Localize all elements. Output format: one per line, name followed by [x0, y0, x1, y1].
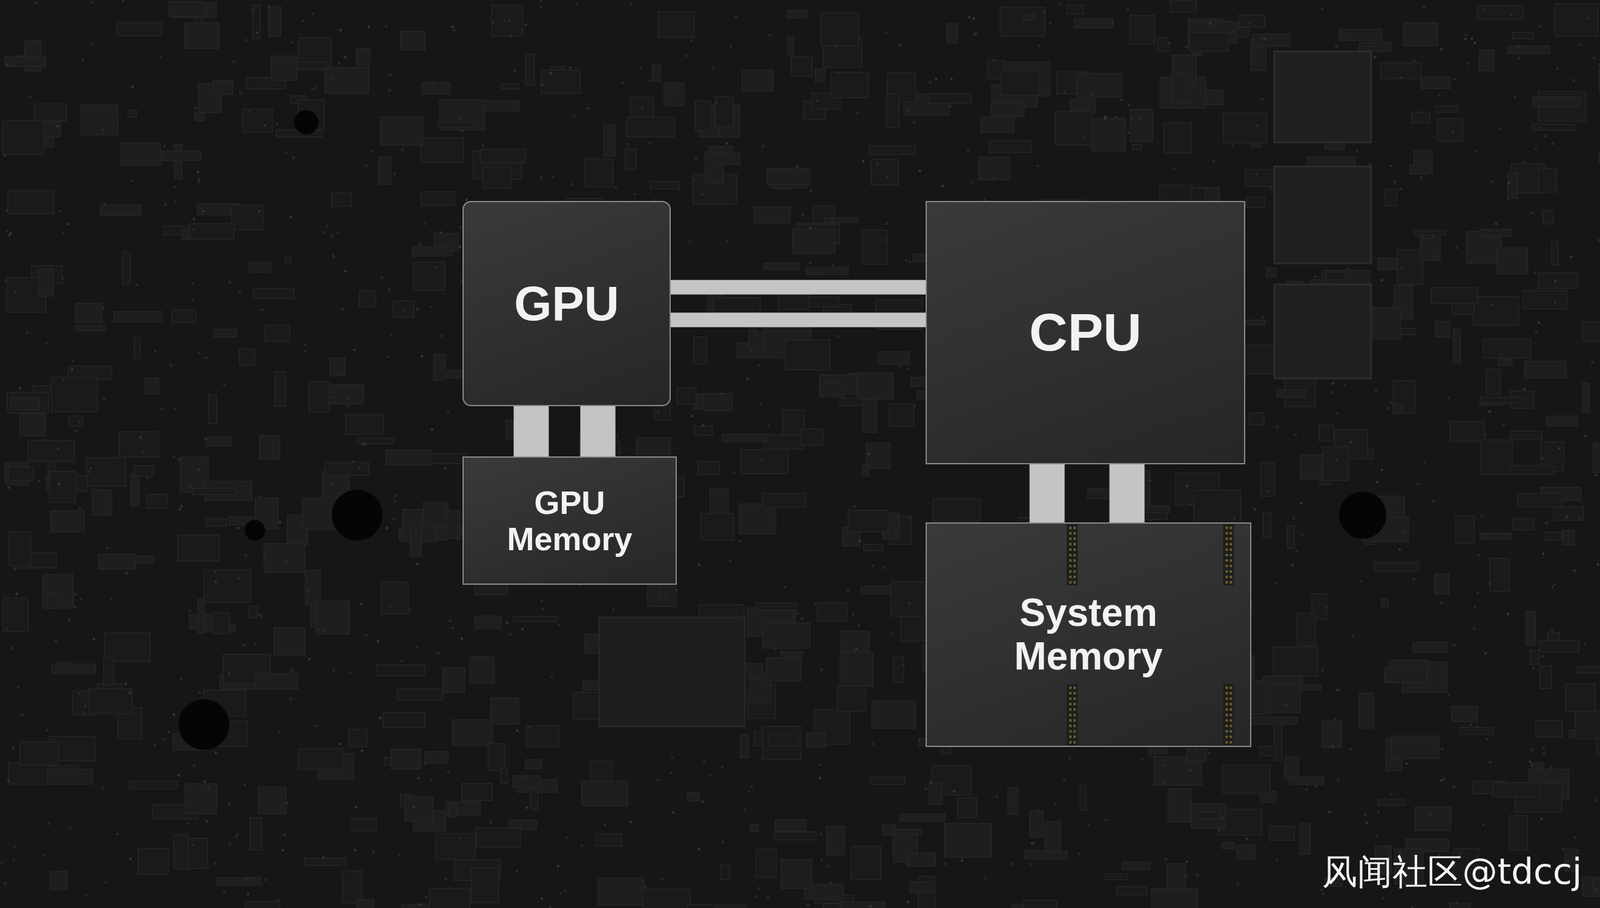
chip-label: System Memory: [940, 591, 1237, 679]
chip-label: CPU: [1029, 302, 1142, 363]
chip-label: GPU: [513, 276, 619, 332]
bus-connector: [513, 406, 550, 457]
bus-connector: [670, 279, 926, 295]
bus-connector: [580, 406, 616, 457]
watermark: 风闻社区@tdccj: [1322, 848, 1582, 896]
gpu-memory-chip: GPU Memory: [462, 456, 677, 585]
bus-connector: [670, 312, 926, 328]
bus-connector: [1109, 464, 1145, 523]
bus-connector: [1029, 464, 1065, 523]
system-memory-chip: System Memory: [925, 522, 1252, 748]
gpu-chip: GPU: [462, 200, 671, 407]
cpu-chip: CPU: [925, 200, 1246, 465]
chip-label: GPU Memory: [477, 484, 662, 558]
